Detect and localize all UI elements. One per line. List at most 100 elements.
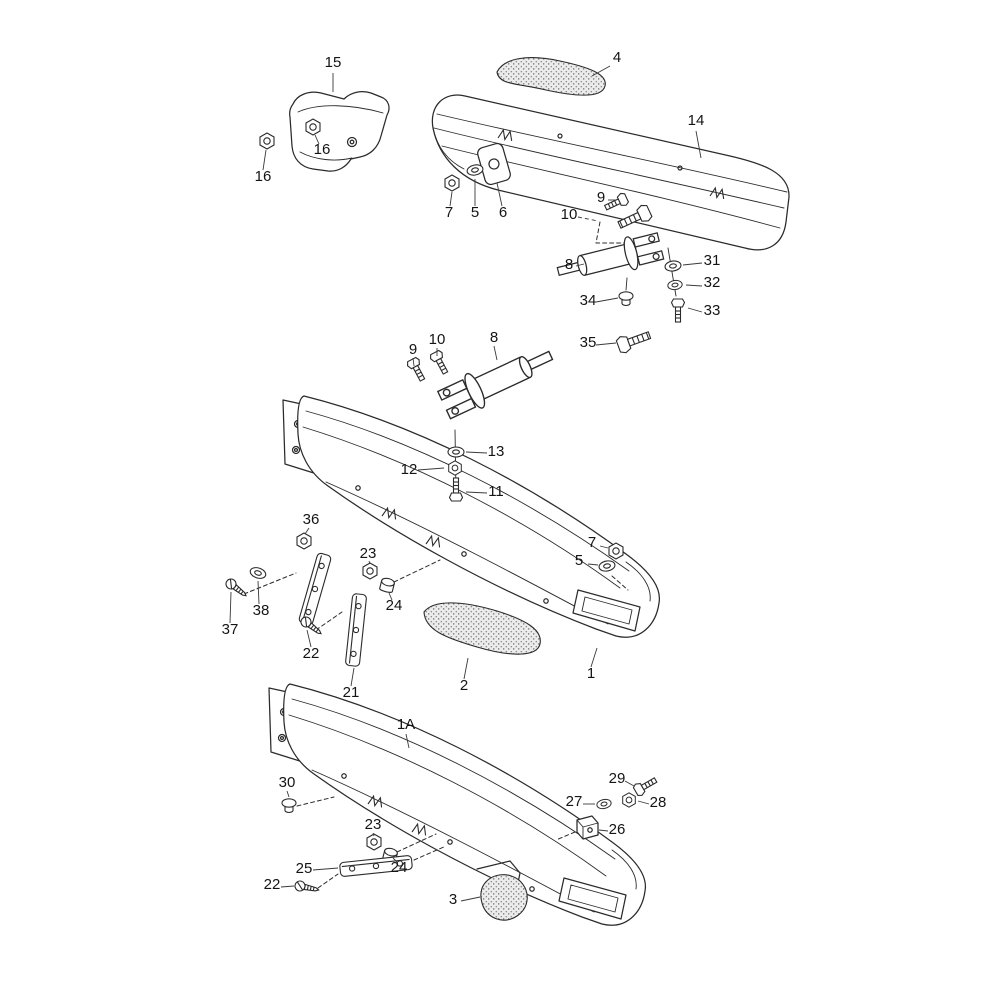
leader-line-23 <box>372 832 375 837</box>
nut-12 <box>448 460 462 476</box>
part-label-3: 3 <box>449 891 457 908</box>
leader-line-16 <box>314 134 320 145</box>
bolt-35 <box>614 326 653 355</box>
front-bumper-1 <box>283 396 659 637</box>
part-label-38: 38 <box>253 602 270 619</box>
leader-line-16 <box>262 149 267 171</box>
part-label-24: 24 <box>386 597 403 614</box>
leader-line-23 <box>368 560 371 565</box>
part-label-10: 10 <box>561 206 578 223</box>
part-label-6: 6 <box>499 204 507 221</box>
part-label-9: 9 <box>409 341 417 358</box>
leader-line-25 <box>312 867 339 871</box>
part-label-5: 5 <box>575 552 583 569</box>
part-label-1A: 1A <box>397 716 415 733</box>
part-label-11: 11 <box>488 483 504 500</box>
leader-line-22 <box>306 629 312 648</box>
grommet-30 <box>281 798 297 814</box>
leader-line-7 <box>449 191 453 207</box>
leader-line-8 <box>575 263 585 267</box>
leader-line-22 <box>280 885 295 888</box>
buffer-pad-3 <box>480 874 528 921</box>
part-label-25: 25 <box>296 860 313 877</box>
washer-38 <box>248 565 268 581</box>
leader-line-3 <box>460 896 481 902</box>
part-label-23: 23 <box>360 545 377 562</box>
bumper-pad-4 <box>496 57 606 96</box>
leader-line-38 <box>257 580 260 605</box>
leader-line-2 <box>463 657 469 680</box>
washer-13 <box>447 446 465 458</box>
leader-line-12 <box>417 467 445 471</box>
part-label-33: 33 <box>704 302 721 319</box>
leader-line-37 <box>229 591 232 624</box>
part-label-34: 34 <box>580 292 597 309</box>
washer-32 <box>666 279 684 291</box>
part-label-26: 26 <box>609 821 626 838</box>
part-label-24: 24 <box>391 859 408 876</box>
bracket-15 <box>289 91 390 172</box>
part-label-28: 28 <box>650 794 667 811</box>
leader-line-35 <box>595 342 617 346</box>
leader-line-29 <box>624 780 635 787</box>
leader-line-33 <box>687 307 703 313</box>
part-label-32: 32 <box>704 274 721 291</box>
front-bumper-1a <box>269 684 645 925</box>
nut-28 <box>622 792 636 808</box>
leader-line-34 <box>595 297 619 303</box>
part-label-16: 16 <box>255 168 272 185</box>
screw-37 <box>223 576 250 601</box>
nut-7 <box>444 174 460 192</box>
part-label-8: 8 <box>565 256 573 273</box>
part-label-14: 14 <box>688 112 705 129</box>
part-label-2: 2 <box>460 677 468 694</box>
part-label-10: 10 <box>429 331 446 348</box>
rear-bumper-assembly <box>259 57 790 355</box>
leader-line-13 <box>465 451 488 454</box>
nut-16 <box>259 132 275 150</box>
part-label-36: 36 <box>303 511 320 528</box>
nut-36 <box>296 532 312 550</box>
bolt-10 <box>428 348 452 377</box>
leader-line-7 <box>599 545 609 549</box>
leader-line-30 <box>286 790 290 798</box>
nut-7 <box>608 542 624 560</box>
bolt-9 <box>405 355 429 384</box>
rear-bumper-14 <box>431 94 790 251</box>
leader-line-9 <box>412 357 415 367</box>
leader-line-21 <box>350 667 355 687</box>
leader-line-31 <box>682 262 703 266</box>
leader-line-36 <box>304 527 310 535</box>
part-label-21: 21 <box>343 684 360 701</box>
part-label-29: 29 <box>609 770 626 787</box>
part-label-30: 30 <box>279 774 296 791</box>
screw-22 <box>293 879 321 896</box>
bolt-33 <box>670 298 686 323</box>
part-label-1: 1 <box>587 665 595 682</box>
bracket-strip-21 <box>344 592 368 668</box>
grommet-34 <box>618 291 634 307</box>
clip-26 <box>576 815 599 840</box>
part-label-23: 23 <box>365 816 382 833</box>
leader-line-8 <box>493 345 498 361</box>
leader-line-5 <box>587 563 599 566</box>
leader-line-28 <box>637 800 650 805</box>
front-bumper-assembly-1 <box>223 337 659 668</box>
leader-line-10 <box>577 216 599 222</box>
washer-27 <box>595 797 613 811</box>
part-label-31: 31 <box>704 252 721 269</box>
leader-line-14 <box>695 130 702 159</box>
part-label-37: 37 <box>222 621 239 638</box>
leader-line-1A <box>405 733 410 749</box>
part-label-4: 4 <box>613 49 621 66</box>
leader-line-11 <box>465 491 488 494</box>
leader-line-26 <box>598 829 609 832</box>
bushing-24 <box>378 576 396 594</box>
part-label-22: 22 <box>303 645 320 662</box>
nut-16 <box>305 118 321 136</box>
rub-strip-2 <box>423 602 541 655</box>
bracket-strip-21 <box>297 551 333 627</box>
